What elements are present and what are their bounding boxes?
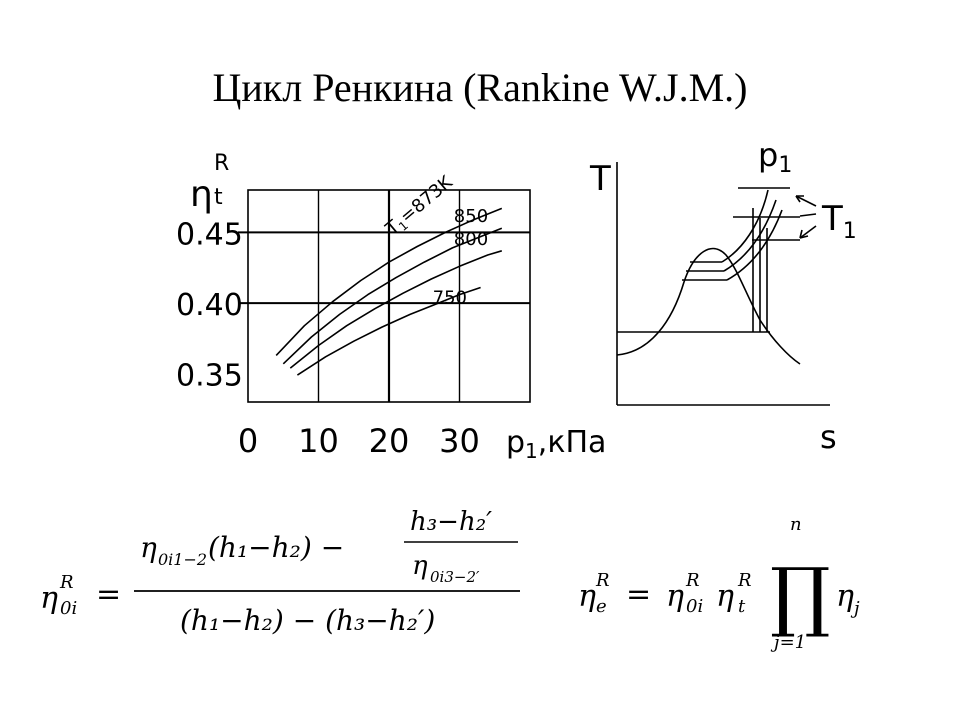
efficiency-series-line xyxy=(296,286,481,376)
ts-x-label: s xyxy=(820,418,837,456)
formula2-product-top: n xyxy=(790,514,802,535)
formula2-product-bottom: j=1 xyxy=(770,632,806,653)
formula2-lhs: η xyxy=(578,579,596,614)
formula2-last: η xyxy=(836,579,854,614)
efficiency-y-tick-label: 0.45 xyxy=(176,217,243,252)
formula2-r1-sup: R xyxy=(685,570,700,591)
efficiency-x-tick-label: 0 xyxy=(238,422,258,460)
efficiency-x-label-rest: ,кПа xyxy=(538,425,607,460)
ts-arrow-1-head xyxy=(795,195,804,203)
efficiency-y-tick-label: 0.40 xyxy=(176,288,243,323)
ts-arrow-3-head xyxy=(799,229,809,239)
efficiency-series-label: 800 xyxy=(454,229,488,250)
ts-y-label: T xyxy=(589,159,611,199)
ts-arrow-2 xyxy=(799,213,817,217)
efficiency-series-line xyxy=(282,227,503,365)
efficiency-y-label: η xyxy=(190,174,213,215)
ts-saturation-dome xyxy=(616,247,801,365)
formula2-r1-sub: 0i xyxy=(686,596,703,617)
efficiency-x-tick-label: 30 xyxy=(439,422,480,460)
efficiency-x-tick-label: 20 xyxy=(369,422,410,460)
efficiency-x-tick-label: 10 xyxy=(298,422,339,460)
efficiency-y-label-sup: R xyxy=(214,151,229,176)
efficiency-x-label-sub: 1 xyxy=(525,439,538,463)
ts-p1-label: p1 xyxy=(758,136,792,178)
formula1-lhs: η xyxy=(40,581,58,616)
formula1-den: (h₁−h₂) − (h₃−h₂′) xyxy=(180,604,435,637)
efficiency-x-label: p1,кПа xyxy=(506,425,606,463)
formula1-inner-den-sub: 0i3−2′ xyxy=(430,568,480,586)
formula1-num-eta-sub: 0i1−2 xyxy=(158,550,207,569)
formula2-lhs-sub: e xyxy=(596,596,607,617)
efficiency-chart-frame xyxy=(247,189,531,403)
efficiency-series-line xyxy=(289,250,503,369)
efficiency-x-label-main: p xyxy=(506,425,525,460)
ts-arrow-1 xyxy=(795,195,817,207)
formula-effective-efficiency: η R e = η R 0i η R t ∏ n j=1 η j xyxy=(578,514,860,653)
formula1-lhs-sup: R xyxy=(59,572,74,593)
formula2-r2-sup: R xyxy=(737,570,752,591)
efficiency-y-tick-label: 0.35 xyxy=(176,359,243,394)
efficiency-series-line xyxy=(275,207,503,356)
slide-title: Цикл Ренкина (Rankine W.J.M.) xyxy=(212,65,748,110)
formula1-num-paren: (h₁−h₂) − xyxy=(208,531,344,564)
efficiency-series-label: 850 xyxy=(454,206,488,227)
formula1-inner-den-eta: η xyxy=(412,551,428,581)
ts-isobar-2 xyxy=(723,199,777,272)
formula1-equals: = xyxy=(96,577,121,612)
formula2-r2: η xyxy=(716,579,734,614)
formula2-last-sub: j xyxy=(850,598,860,619)
efficiency-series-label: 750 xyxy=(433,288,467,309)
formula1-inner-num: h₃−h₂′ xyxy=(410,507,492,537)
formula2-lhs-sup: R xyxy=(595,570,610,591)
formula2-r2-sub: t xyxy=(738,596,746,617)
ts-arrow-3 xyxy=(799,225,817,239)
ts-isobar-1 xyxy=(721,189,769,263)
formula2-product: ∏ xyxy=(770,551,831,640)
formula2-r1: η xyxy=(666,579,684,614)
formula2-equals: = xyxy=(626,577,651,612)
formula-internal-efficiency: η R 0i = η 0i1−2 (h₁−h₂) − h₃−h₂′ η 0i3−… xyxy=(40,507,520,637)
formula1-num-eta: η xyxy=(140,531,157,564)
efficiency-chart-border xyxy=(247,189,531,403)
ts-t1-label: T1 xyxy=(821,199,857,244)
efficiency-y-label-sub: t xyxy=(214,185,223,210)
efficiency-chart-y-ticks: 0.35 0.40 0.45 xyxy=(176,217,243,393)
formula1-lhs-sub: 0i xyxy=(60,598,77,619)
ts-diagram: T s p1 T1 xyxy=(589,136,857,456)
efficiency-chart-x-ticks: 0 10 20 30 xyxy=(238,422,480,460)
